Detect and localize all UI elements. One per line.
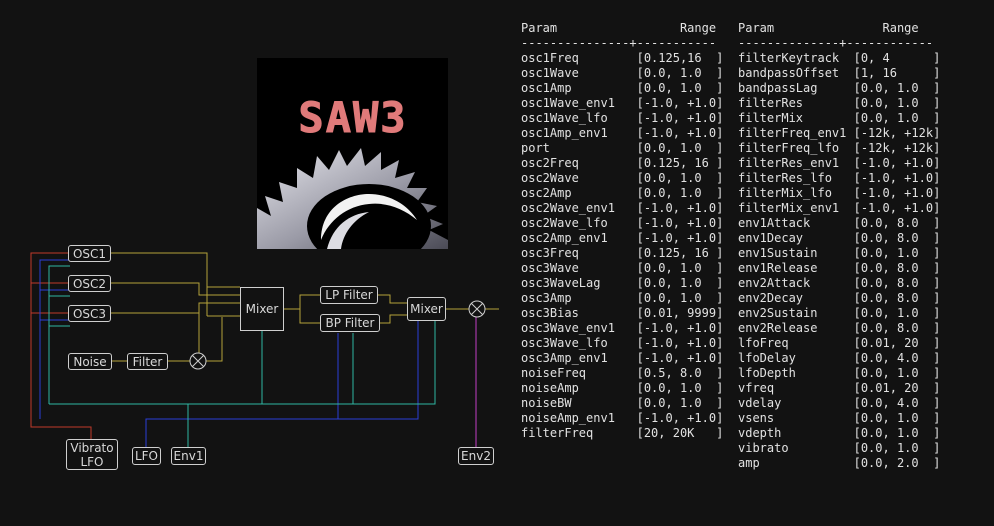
table-row: filterMix_env1 [-1.0, +1.0]: [738, 201, 941, 215]
table-row: bandpassOffset [1, 16 ]: [738, 66, 941, 80]
table-row: filterRes [0.0, 1.0 ]: [738, 96, 941, 110]
audio-wire: [110, 252, 499, 362]
table-row: vdepth [0.0, 1.0 ]: [738, 426, 941, 440]
table-row: osc1Freq [0.125,16 ]: [521, 51, 724, 65]
table-row: osc1Wave_lfo [-1.0, +1.0]: [521, 111, 724, 125]
table-row: env1Release [0.0, 8.0 ]: [738, 261, 941, 275]
vca-multiplier-icon: [189, 352, 207, 370]
env1-block[interactable]: Env1: [171, 447, 206, 465]
table-row: osc2Wave_env1 [-1.0, +1.0]: [521, 201, 724, 215]
table-row: osc3Wave_lfo [-1.0, +1.0]: [521, 336, 724, 350]
osc3-block[interactable]: OSC3: [68, 305, 111, 322]
table-row: lfoFreq [0.01, 20 ]: [738, 336, 941, 350]
table-header: Param Range: [738, 21, 919, 35]
vibrato-lfo-block[interactable]: Vibrato LFO: [66, 439, 118, 470]
lfo-block[interactable]: LFO: [132, 447, 161, 465]
table-row: noiseFreq [0.5, 8.0 ]: [521, 366, 724, 380]
table-separator: --------------+------------: [738, 36, 934, 50]
table-row: osc3WaveLag [0.0, 1.0 ]: [521, 276, 724, 290]
table-row: osc3Amp_env1 [-1.0, +1.0]: [521, 351, 724, 365]
osc1-block[interactable]: OSC1: [68, 245, 111, 262]
table-row: vibrato [0.0, 1.0 ]: [738, 441, 941, 455]
bp-filter-block[interactable]: BP Filter: [320, 314, 380, 332]
vibrato-wire: [30, 252, 92, 441]
param-table-right: Param Range--------------+------------fi…: [738, 21, 940, 471]
env2-block[interactable]: Env2: [458, 447, 494, 465]
table-row: vdelay [0.0, 4.0 ]: [738, 396, 941, 410]
noise-filter-block[interactable]: Filter: [127, 353, 168, 370]
osc2-block[interactable]: OSC2: [68, 275, 111, 292]
table-row: osc1Wave_env1 [-1.0, +1.0]: [521, 96, 724, 110]
table-row: filterRes_env1 [-1.0, +1.0]: [738, 156, 941, 170]
table-row: port [0.0, 1.0 ]: [521, 141, 724, 155]
table-row: env1Attack [0.0, 8.0 ]: [738, 216, 941, 230]
mixer2-block[interactable]: Mixer: [407, 297, 446, 321]
noise-block[interactable]: Noise: [68, 353, 112, 370]
table-row: env2Sustain [0.0, 1.0 ]: [738, 306, 941, 320]
table-row: lfoDepth [0.0, 1.0 ]: [738, 366, 941, 380]
table-row: env1Decay [0.0, 8.0 ]: [738, 231, 941, 245]
env1-wire: [48, 265, 436, 447]
table-row: noiseAmp [0.0, 1.0 ]: [521, 381, 724, 395]
table-row: osc2Wave [0.0, 1.0 ]: [521, 171, 724, 185]
mixer1-block[interactable]: Mixer: [240, 287, 284, 331]
table-row: filterKeytrack [0, 4 ]: [738, 51, 941, 65]
noise-filter-wire: [206, 317, 223, 362]
table-row: osc3Freq [0.125, 16 ]: [521, 246, 724, 260]
table-row: filterRes_lfo [-1.0, +1.0]: [738, 171, 941, 185]
table-row: osc2Wave_lfo [-1.0, +1.0]: [521, 216, 724, 230]
svg-text:SAW3: SAW3: [298, 93, 407, 142]
table-row: osc1Amp [0.0, 1.0 ]: [521, 81, 724, 95]
table-row: osc3Bias [0.01, 9999]: [521, 306, 724, 320]
table-separator: ---------------+-----------: [521, 36, 717, 50]
signal-flow-diagram: [30, 252, 499, 447]
lfo-wire: [39, 259, 419, 447]
table-row: env1Sustain [0.0, 1.0 ]: [738, 246, 941, 260]
table-row: filterMix [0.0, 1.0 ]: [738, 111, 941, 125]
table-row: osc1Wave [0.0, 1.0 ]: [521, 66, 724, 80]
saw3-logo: SAW3: [257, 58, 448, 268]
table-row: osc3Wave [0.0, 1.0 ]: [521, 261, 724, 275]
table-row: env2Attack [0.0, 8.0 ]: [738, 276, 941, 290]
table-row: filterFreq_lfo [-12k, +12k]: [738, 141, 941, 155]
table-row: osc1Amp_env1 [-1.0, +1.0]: [521, 126, 724, 140]
table-row: env2Release [0.0, 8.0 ]: [738, 321, 941, 335]
table-row: filterMix_lfo [-1.0, +1.0]: [738, 186, 941, 200]
output-vca-multiplier-icon: [468, 300, 486, 318]
table-row: osc3Wave_env1 [-1.0, +1.0]: [521, 321, 724, 335]
table-row: vfreq [0.01, 20 ]: [738, 381, 941, 395]
table-header: Param Range: [521, 21, 717, 35]
table-row: vsens [0.0, 1.0 ]: [738, 411, 941, 425]
table-row: osc2Amp [0.0, 1.0 ]: [521, 186, 724, 200]
table-row: osc3Amp [0.0, 1.0 ]: [521, 291, 724, 305]
table-row: filterFreq_env1 [-12k, +12k]: [738, 126, 941, 140]
table-row: lfoDelay [0.0, 4.0 ]: [738, 351, 941, 365]
table-row: bandpassLag [0.0, 1.0 ]: [738, 81, 941, 95]
table-row: filterFreq [20, 20K ]: [521, 426, 724, 440]
table-row: noiseAmp_env1 [-1.0, +1.0]: [521, 411, 724, 425]
table-row: osc2Freq [0.125, 16 ]: [521, 156, 724, 170]
lp-filter-block[interactable]: LP Filter: [320, 286, 378, 304]
table-row: noiseBW [0.0, 1.0 ]: [521, 396, 724, 410]
table-row: env2Decay [0.0, 8.0 ]: [738, 291, 941, 305]
param-table-left: Param Range---------------+-----------os…: [521, 21, 723, 441]
table-row: amp [0.0, 2.0 ]: [738, 456, 941, 470]
table-row: osc2Amp_env1 [-1.0, +1.0]: [521, 231, 724, 245]
